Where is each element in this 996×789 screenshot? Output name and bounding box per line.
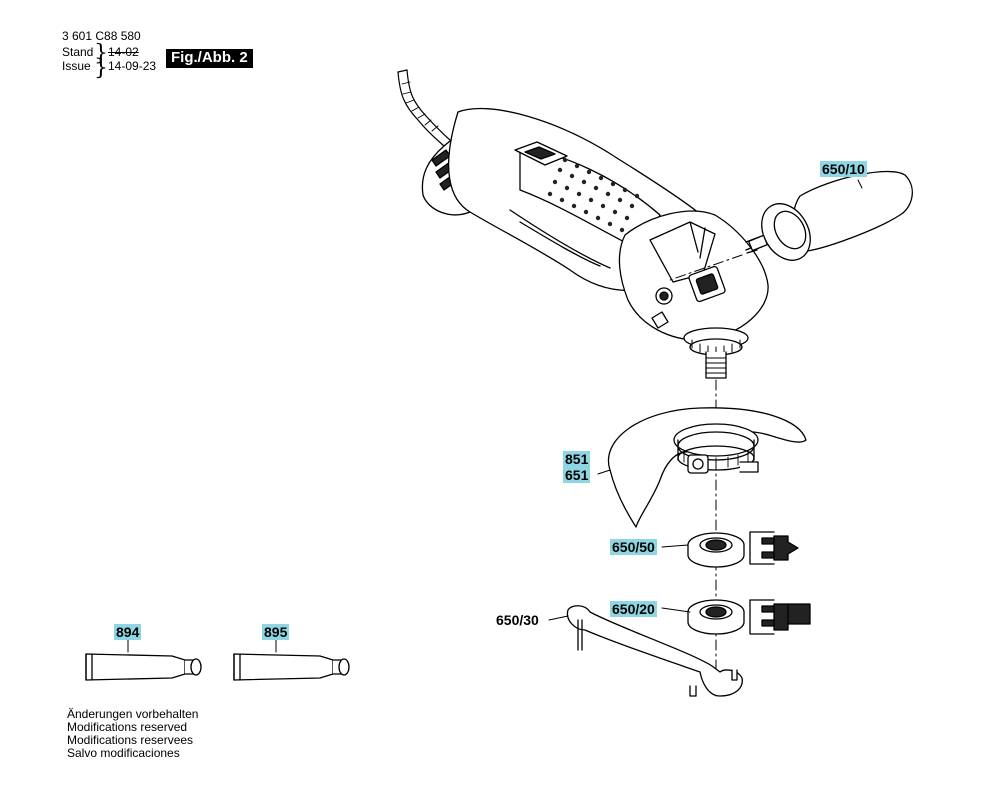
clamp-nut-drawing <box>687 532 745 568</box>
callout-651: 651 <box>563 467 591 483</box>
mounting-flange-drawing <box>687 599 745 635</box>
callout-650-50: 650/50 <box>610 539 657 555</box>
notice-en: Modifications reserved <box>67 720 188 734</box>
grease-tube-894-drawing <box>85 653 202 681</box>
callout-650-10: 650/10 <box>820 161 867 177</box>
callout-851: 851 <box>563 451 591 467</box>
power-cord <box>397 69 452 147</box>
stand-label: Stand <box>62 45 94 59</box>
callout-650-30: 650/30 <box>496 612 539 628</box>
old-date: 14-02 <box>108 45 139 59</box>
notice-de: Änderungen vorbehalten <box>67 707 199 721</box>
brace-top: } <box>94 41 108 66</box>
callout-650-20: 650/20 <box>610 601 657 617</box>
notice-es: Salvo modificaciones <box>67 746 180 760</box>
callout-894: 894 <box>114 624 142 640</box>
section-symbols <box>749 531 811 635</box>
notice-fr: Modifications reservees <box>67 733 194 747</box>
pin-spanner-drawing <box>566 605 743 697</box>
side-handle-drawing <box>745 170 913 261</box>
grease-tube-895-drawing <box>233 653 350 681</box>
new-date: 14-09-23 <box>108 59 157 73</box>
grinder-body <box>421 107 769 379</box>
part-number: 3 601 C88 580 <box>62 29 141 43</box>
wheel-guard-drawing <box>597 407 807 528</box>
figure-label: Fig./Abb. 2 <box>166 49 253 68</box>
callout-895: 895 <box>262 624 290 640</box>
issue-label: Issue <box>62 59 91 73</box>
